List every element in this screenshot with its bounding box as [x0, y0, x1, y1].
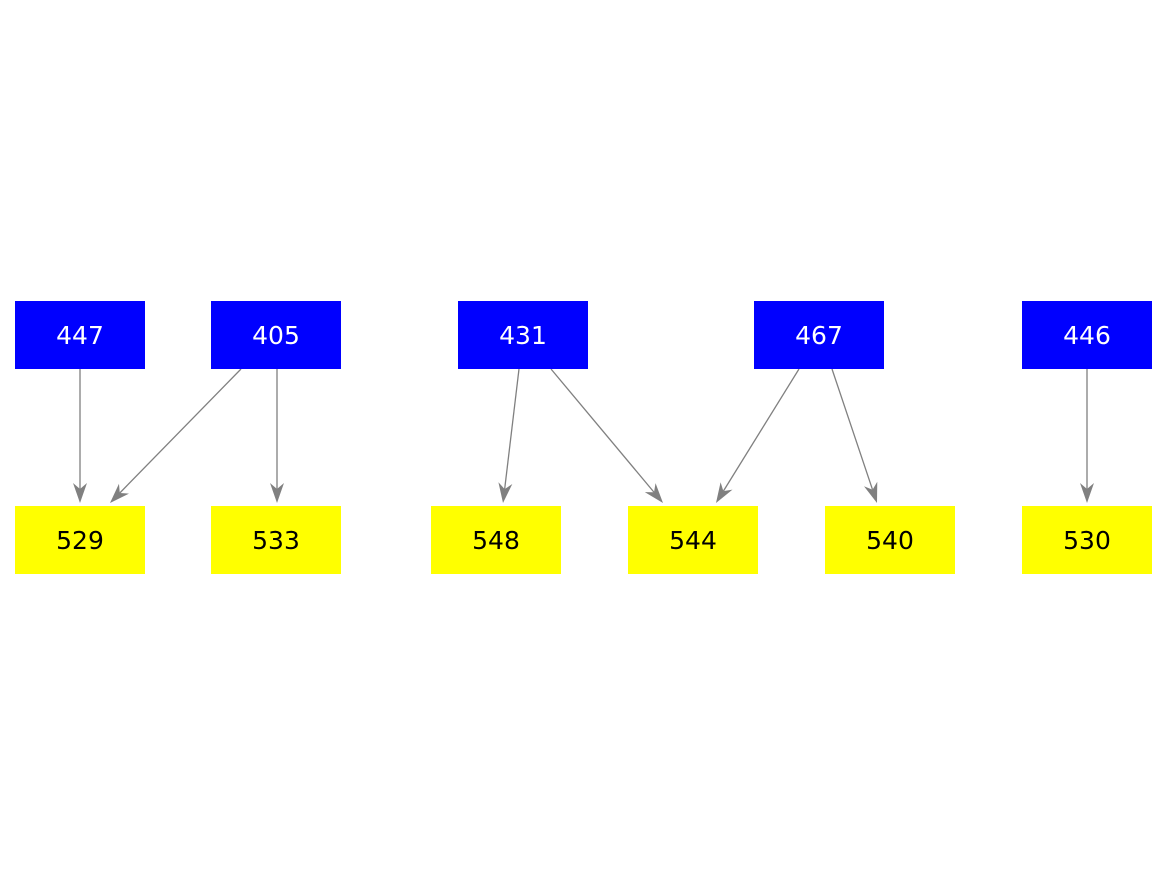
graph-node: 446: [1022, 301, 1152, 369]
graph-node: 533: [211, 506, 341, 574]
edge-line: [831, 368, 874, 490]
graph-node: 548: [431, 506, 561, 574]
edge-arrowhead: [498, 482, 513, 503]
edge-arrowhead: [1080, 483, 1094, 503]
edge-line: [504, 368, 520, 490]
graph-node: 544: [628, 506, 758, 574]
edge-arrowhead: [110, 483, 129, 503]
edge-arrowhead: [863, 481, 878, 503]
edge-line: [550, 368, 655, 493]
graph-node: 529: [15, 506, 145, 574]
edge-arrowhead: [716, 482, 733, 503]
graph-node: 540: [825, 506, 955, 574]
graph-node: 530: [1022, 506, 1152, 574]
edge-line: [722, 368, 800, 492]
edge-arrowhead: [270, 483, 284, 503]
edge-line: [119, 368, 242, 494]
edge-arrowhead: [73, 483, 87, 503]
graph-node: 405: [211, 301, 341, 369]
graph-node: 447: [15, 301, 145, 369]
graph-node: 467: [754, 301, 884, 369]
edge-arrowhead: [644, 483, 663, 503]
graph-node: 431: [458, 301, 588, 369]
